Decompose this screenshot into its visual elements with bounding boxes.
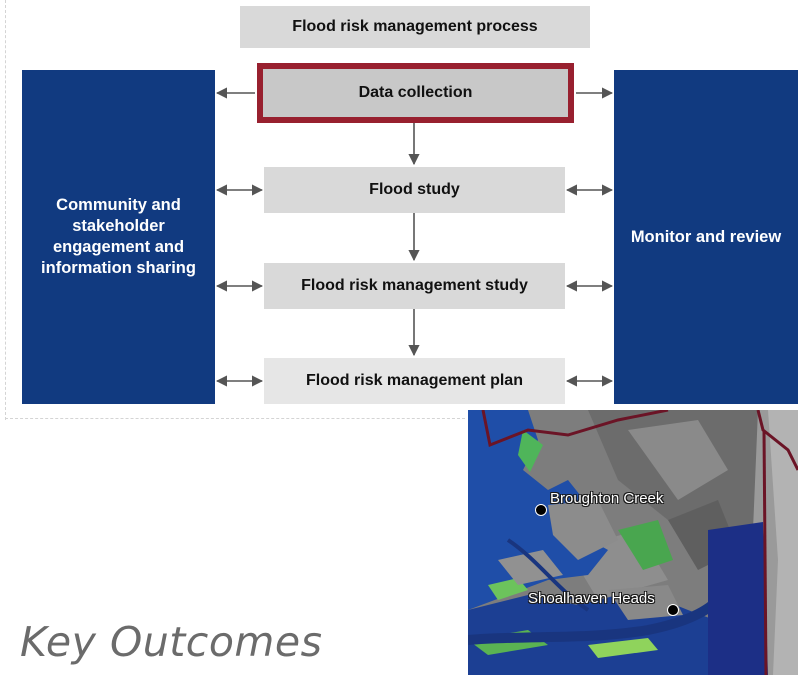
slide-dashed-border-bottom [5,418,465,419]
process-title: Flood risk management process [240,6,590,48]
shoalhaven-heads-label: Shoalhaven Heads [528,590,655,607]
step-flood-risk-management-study: Flood risk management study [264,263,565,309]
monitor-review-panel: Monitor and review [614,70,798,404]
slide-dashed-border-left [5,0,6,420]
step-flood-study: Flood study [264,167,565,213]
step-data-collection: Data collection [257,63,574,123]
broughton-creek-marker [535,504,547,516]
process-arrows [215,87,614,387]
shoalhaven-heads-marker [667,604,679,616]
community-engagement-panel: Community and stakeholder engagement and… [22,70,215,404]
broughton-creek-label: Broughton Creek [550,490,664,507]
key-outcomes-heading: Key Outcomes [20,618,323,666]
flood-map-image: Broughton Creek Shoalhaven Heads [468,410,798,675]
step-flood-risk-management-plan: Flood risk management plan [264,358,565,404]
